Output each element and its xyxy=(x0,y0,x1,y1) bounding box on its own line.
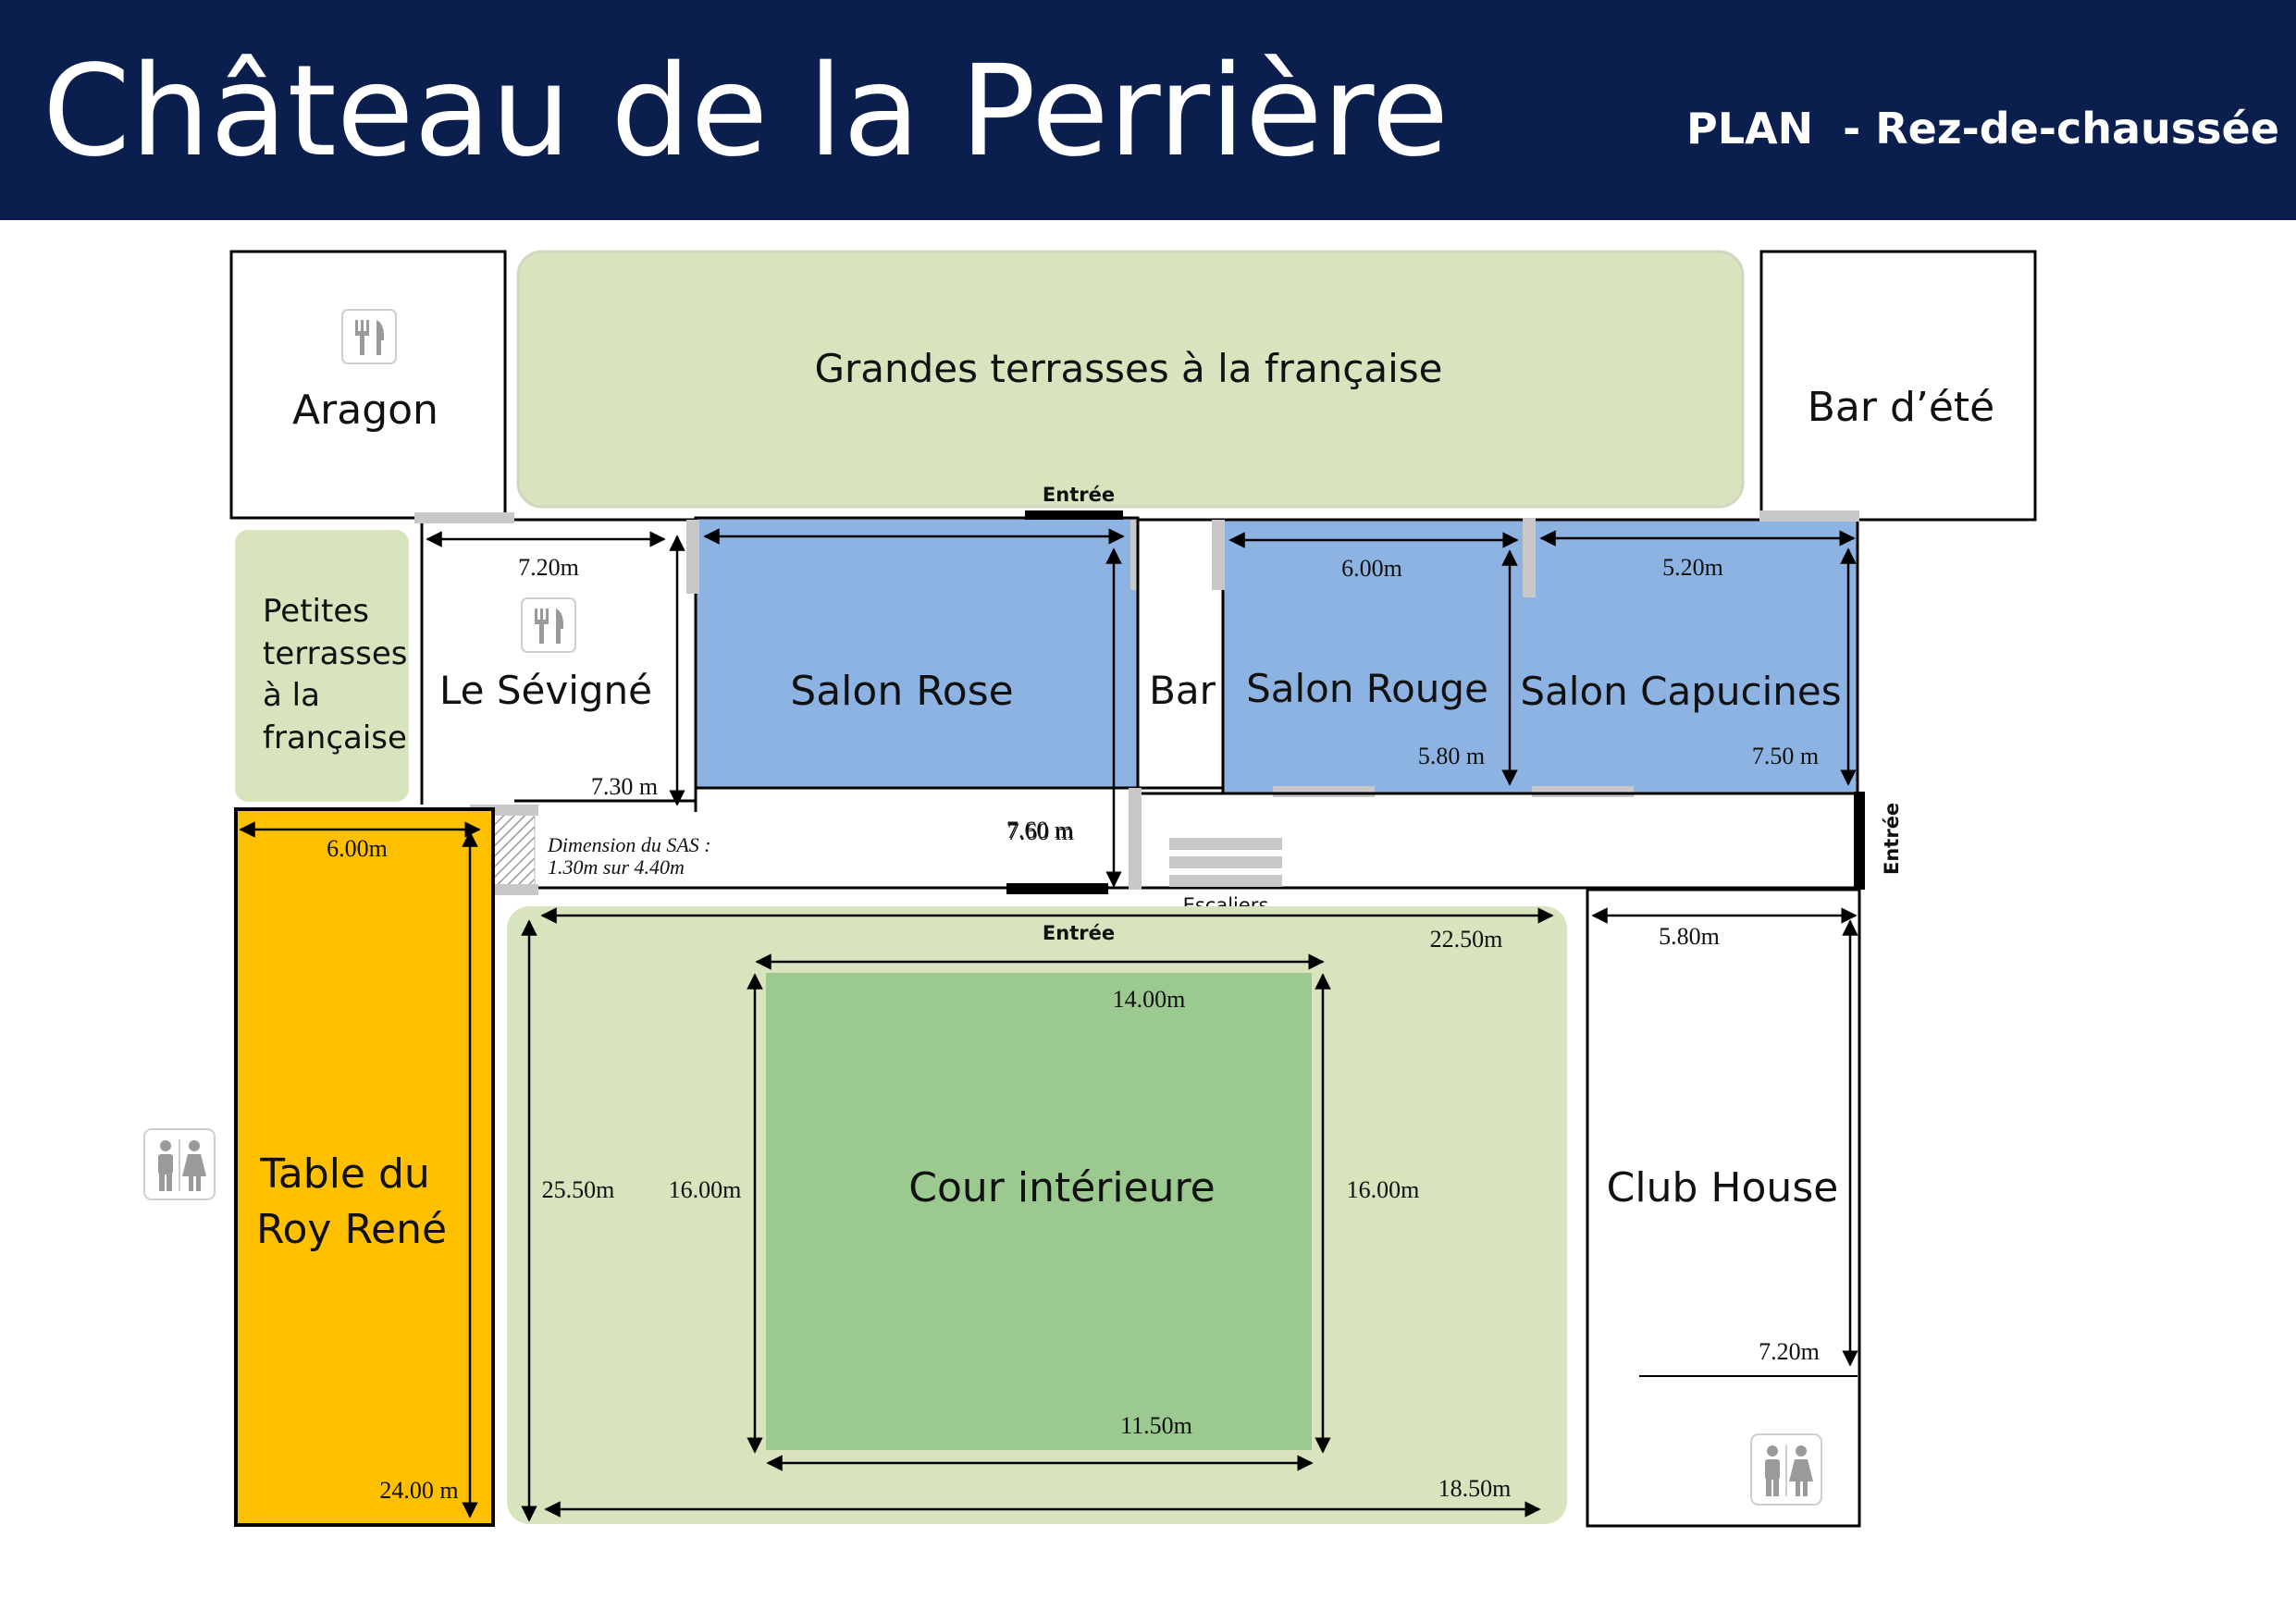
room-bar-ete: Bar d’été xyxy=(1759,250,2037,522)
roy-rene-line: Table du xyxy=(259,1150,430,1198)
salon-rouge-depth: 5.80 m xyxy=(1418,743,1485,769)
salon-capucines-depth: 7.50 m xyxy=(1752,743,1819,769)
sevigne-width: 7.20m xyxy=(518,554,579,581)
plan-subtitle: PLAN - Rez-de-chaussée xyxy=(1686,104,2279,154)
room-salon-rouge: Salon Rouge 6.00m 5.80 m xyxy=(1212,510,1859,797)
sas: Dimension du SAS : 1.30m sur 4.40m xyxy=(470,805,716,895)
roy-rene-width: 6.00m xyxy=(327,835,388,862)
stairs: Escaliers xyxy=(1169,838,1282,916)
club-house-label: Club House xyxy=(1607,1164,1839,1211)
svg-text:Table du Roy René: Table du Roy René xyxy=(256,1150,447,1253)
svg-text:Petites terrasses: Petites terrasses à la française xyxy=(263,593,417,756)
terrace-bottom-dim: 18.50m xyxy=(1438,1475,1512,1502)
cour-left-dim: 16.00m xyxy=(669,1176,742,1203)
page-title: Château de la Perrière xyxy=(43,39,1450,185)
petites-terrasses-line: terrasses xyxy=(263,635,408,672)
salon-capucines-width: 5.20m xyxy=(1662,554,1723,581)
petites-terrasses-line: Petites xyxy=(263,593,369,630)
salon-rose-depth: 7.60 m xyxy=(1007,818,1074,845)
roy-rene-length: 24.00 m xyxy=(379,1477,458,1504)
salon-rose-label: Salon Rose xyxy=(790,668,1013,715)
club-house-depth: 7.20m xyxy=(1759,1338,1820,1365)
petites-terrasses-line: à la xyxy=(263,677,320,714)
sevigne-label: Le Sévigné xyxy=(439,668,652,713)
petites-terrasses-line: française xyxy=(263,719,407,756)
room-aragon: Aragon xyxy=(229,250,507,520)
terrace-top-dim: 22.50m xyxy=(1430,926,1503,953)
restroom-icon xyxy=(143,1128,216,1200)
zone-cour-interieure: Cour intérieure 14.00m 16.00m 16.00m 11.… xyxy=(669,953,1420,1471)
corridor: Entrée 7.60 m xyxy=(479,788,1903,894)
svg-text:Dimension du SAS : 1.30m: Dimension du SAS : 1.30m sur 4.40m xyxy=(547,833,716,879)
sas-note-line: 1.30m sur 4.40m xyxy=(548,855,685,879)
cour-bottom-dim: 11.50m xyxy=(1120,1412,1192,1439)
restroom-icon xyxy=(1750,1433,1822,1506)
restaurant-icon xyxy=(520,597,577,653)
roy-rene-line: Roy René xyxy=(256,1206,447,1253)
salon-capucines-label: Salon Capucines xyxy=(1520,669,1841,714)
cour-label: Cour intérieure xyxy=(908,1164,1216,1211)
room-club-house: Club House 5.80m 7.20m xyxy=(1586,888,1861,1528)
entrance-top: Entrée xyxy=(1025,484,1123,520)
room-table-roy-rene: Table du Roy René 6.00m 24.00 m xyxy=(234,807,495,1527)
sas-note-line: Dimension du SAS : xyxy=(547,833,711,856)
room-bar: Bar xyxy=(1136,518,1225,790)
entree-right-label: Entrée xyxy=(1881,803,1903,875)
club-house-width: 5.80m xyxy=(1659,923,1720,950)
zone-petites-terrasses: Petites terrasses à la française xyxy=(235,530,417,802)
entree-middle-label: Entrée xyxy=(1043,922,1115,944)
zone-grandes-terrasses: Grandes terrasses à la française xyxy=(516,250,1745,509)
salon-rouge-width: 6.00m xyxy=(1341,555,1402,582)
sevigne-depth: 7.30 m xyxy=(591,773,658,800)
room-sevigne: Le Sévigné 7.20m 7.30 m xyxy=(414,512,697,812)
grandes-terrasses-label: Grandes terrasses à la française xyxy=(814,346,1442,391)
entree-top-label: Entrée xyxy=(1043,484,1115,506)
header-bar: Château de la Perrière PLAN - Rez-de-cha… xyxy=(0,0,2296,220)
bar-label: Bar xyxy=(1149,668,1216,713)
cour-right-dim: 16.00m xyxy=(1347,1176,1420,1203)
restaurant-icon xyxy=(340,309,398,364)
terrace-left-dim: 25.50m xyxy=(542,1176,615,1203)
salon-rouge-label: Salon Rouge xyxy=(1246,666,1488,711)
room-salon-capucines: Salon Capucines 5.20m 7.50 m xyxy=(1520,530,1857,786)
room-salon-rose: Salon Rose 7.60 m xyxy=(686,516,1143,888)
bar-ete-label: Bar d’été xyxy=(1808,384,1995,431)
cour-top-dim: 14.00m xyxy=(1113,986,1186,1013)
salon-rose-depth-label: 7.60 m xyxy=(1006,817,1073,843)
aragon-label: Aragon xyxy=(292,387,438,434)
